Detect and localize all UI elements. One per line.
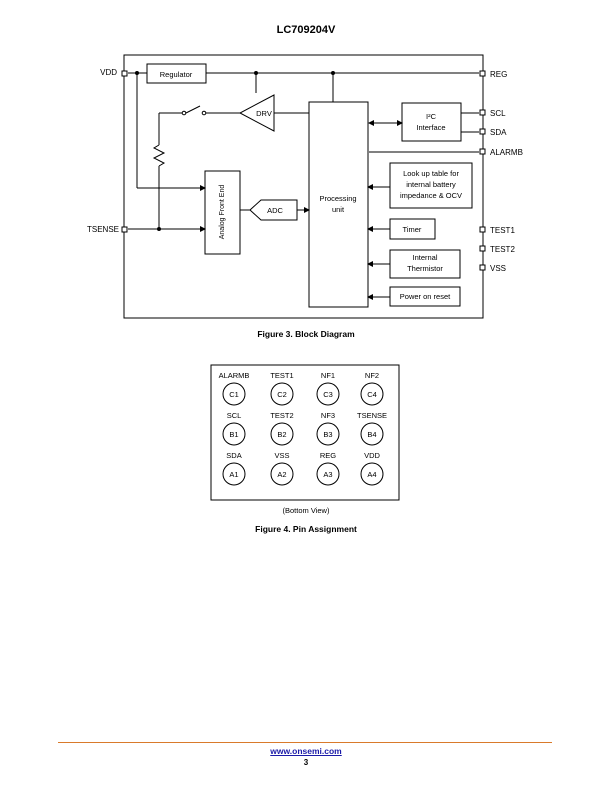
timer-block [389, 218, 436, 240]
pin-id-label: B2 [277, 430, 286, 439]
label-test2: TEST2 [490, 245, 515, 254]
pin-id-label: B1 [229, 430, 238, 439]
thermistor-label-line1: Internal [412, 253, 437, 262]
por-label: Power on reset [400, 292, 451, 301]
processing-label-line1: Processing [319, 194, 356, 203]
page-number: 3 [303, 758, 309, 767]
processing-label-line2: unit [332, 205, 345, 214]
label-vdd: VDD [100, 68, 117, 77]
pin-reg [479, 70, 486, 77]
pin-name-label: SDA [226, 451, 241, 460]
afe-label: Analog Front End [219, 185, 226, 240]
label-tsense: TSENSE [87, 225, 119, 234]
pin-alarmb [479, 148, 486, 155]
pin-ball [222, 422, 246, 446]
pin-name-label: NF1 [321, 371, 335, 380]
pin-name-label: SCL [227, 411, 242, 420]
pin-ball [360, 462, 384, 486]
analog-front-end-block [204, 170, 241, 255]
pin-ball [316, 382, 340, 406]
pin-id-label: A4 [367, 470, 376, 479]
pin-id-label: B4 [367, 430, 376, 439]
regulator-label: Regulator [160, 70, 193, 79]
pin-name-label: NF2 [365, 371, 379, 380]
pin-name-label: TEST2 [270, 411, 293, 420]
label-vss: VSS [490, 264, 506, 273]
regulator-block [146, 63, 207, 84]
i2c-interface-block [401, 102, 462, 142]
label-alarmb: ALARMB [490, 148, 523, 157]
pin-name-label: TEST1 [270, 371, 293, 380]
pin-id-label: B3 [323, 430, 332, 439]
internal-thermistor-block [389, 249, 461, 279]
pin-scl [479, 109, 486, 116]
pin-name-label: VDD [364, 451, 380, 460]
pin-test2 [479, 245, 486, 252]
lut-label-line3: impedance & OCV [400, 191, 462, 200]
i2c-label-line2: Interface [416, 123, 445, 132]
pin-ball [222, 462, 246, 486]
i2c-label-line1: I²C [426, 112, 437, 121]
pin-name-label: VSS [274, 451, 289, 460]
adc-label: ADC [267, 206, 283, 215]
pin-ball [270, 462, 294, 486]
pin-vss [479, 264, 486, 271]
thermistor-label-line2: Thermistor [407, 264, 443, 273]
lookup-table-block [389, 162, 473, 209]
bottom-view-label: (Bottom View) [282, 506, 330, 515]
figure4-caption: Figure 4. Pin Assignment [255, 524, 357, 534]
lut-label-line2: internal battery [406, 180, 456, 189]
footer-divider [58, 742, 552, 743]
power-on-reset-block [389, 286, 461, 307]
pin-id-label: C4 [367, 390, 377, 399]
footer-link[interactable]: www.onsemi.com [270, 746, 342, 756]
timer-label: Timer [403, 225, 422, 234]
pin-ball [270, 422, 294, 446]
pin-id-label: C2 [277, 390, 287, 399]
label-sda: SDA [490, 128, 507, 137]
pin-name-label: REG [320, 451, 336, 460]
chip-outline [123, 54, 484, 319]
pin-test1 [479, 226, 486, 233]
label-scl: SCL [490, 109, 506, 118]
pin-id-label: C3 [323, 390, 333, 399]
pin-id-label: A2 [277, 470, 286, 479]
pin-name-label: ALARMB [219, 371, 250, 380]
pin-ball [316, 422, 340, 446]
pin-name-label: NF3 [321, 411, 335, 420]
pin-tsense [121, 226, 128, 233]
drv-label: DRV [256, 109, 272, 118]
figure3-caption: Figure 3. Block Diagram [257, 329, 355, 339]
processing-unit-block [308, 101, 369, 308]
pin-id-label: C1 [229, 390, 239, 399]
drv-amplifier [238, 94, 275, 132]
pin-ball [316, 462, 340, 486]
block-diagram: VDD TSENSE REG SCL SDA ALARMB TEST1 TEST… [87, 54, 523, 319]
pin-name-label: TSENSE [357, 411, 387, 420]
pin-ball [360, 382, 384, 406]
pin-vdd [121, 70, 128, 77]
label-reg: REG [490, 70, 507, 79]
adc-block [249, 199, 298, 221]
lut-label-line1: Look up table for [403, 169, 459, 178]
pin-ball [270, 382, 294, 406]
pin-id-label: A3 [323, 470, 332, 479]
pin-ball [222, 382, 246, 406]
pin-ball [360, 422, 384, 446]
pin-id-label: A1 [229, 470, 238, 479]
page-title: LC709204V [276, 24, 336, 36]
label-test1: TEST1 [490, 226, 515, 235]
package-outline [210, 364, 400, 501]
pin-sda [479, 128, 486, 135]
